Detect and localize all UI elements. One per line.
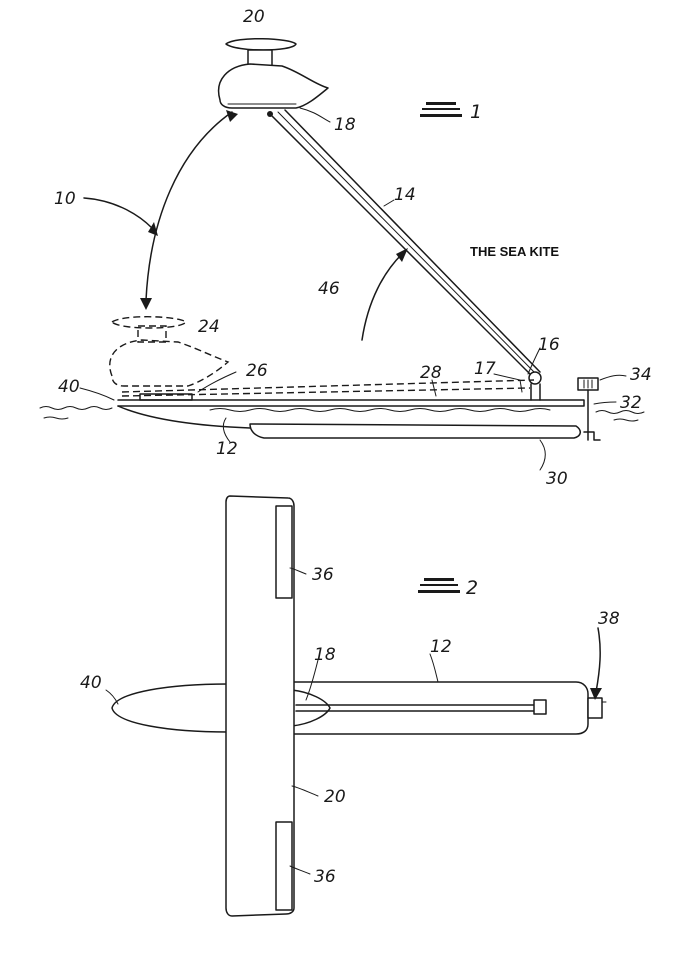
ref-36-lower: 36 [314,867,336,887]
leader-12-fig2 [430,654,438,682]
ref-12-fig2: 12 [430,637,452,657]
pivot-top [534,700,546,714]
ref-10: 10 [54,189,76,209]
ref-32: 32 [620,393,642,413]
ref-16: 16 [538,335,560,355]
arrow-46 [362,254,402,340]
bow-float-40 [112,684,228,732]
leader-18-fig2 [306,660,318,700]
propeller [584,432,600,440]
leader-40 [80,388,114,400]
ref-40-fig1: 40 [58,377,80,397]
figure-2: 2 36 36 20 18 12 40 38 [80,496,620,916]
boom-outer-2 [285,110,540,372]
ref-18-top: 18 [334,115,356,135]
hull-deck [118,400,584,406]
water-ripples [44,417,638,421]
figure-1: 1 THE SEA KITE 20 18 10 14 46 24 26 28 1… [40,7,652,489]
ref-30: 30 [546,469,568,489]
wing-20-top [226,496,294,916]
pod-lowered [110,340,228,386]
ref-12-fig1: 12 [216,439,238,459]
ref-26: 26 [246,361,268,381]
leader-14 [384,200,394,206]
hull-bow [118,406,250,428]
pod-raised [219,64,328,108]
ref-17: 17 [474,359,496,379]
ref-36-upper: 36 [312,565,334,585]
pivot-16 [529,372,541,384]
ref-14: 14 [394,185,416,205]
leader-32 [594,402,616,404]
leader-34 [600,375,626,380]
ref-24: 24 [198,317,220,337]
pod-18-top [292,690,330,726]
arrow-46-head [396,248,408,262]
ref-40-fig2: 40 [80,673,102,693]
ref-38: 38 [598,609,620,629]
diagram-title: THE SEA KITE [470,244,559,259]
ref-20-top: 20 [243,7,265,27]
fig1-number: 1 [470,101,482,123]
fig1-label: 1 [420,101,482,123]
ref-46: 46 [318,279,340,299]
fig2-label: 2 [418,577,478,599]
wing-raised [226,39,296,50]
leader-18 [300,108,330,122]
fig2-number: 2 [466,577,478,599]
ref-34: 34 [630,365,652,385]
arrow-10 [84,198,152,228]
motor-38 [588,698,602,718]
swing-arc [146,112,232,300]
arrow-38 [596,628,600,692]
float-30 [250,424,580,438]
waterline [40,407,644,414]
swing-arrow-head-bottom [140,298,152,310]
ref-28: 28 [420,363,442,383]
ref-20-fig2: 20 [324,787,346,807]
tether-lowered-28 [122,380,534,392]
ref-18-fig2: 18 [314,645,336,665]
leader-30 [540,440,545,470]
tether-lowered-28b [122,388,530,396]
leader-20 [292,786,318,796]
